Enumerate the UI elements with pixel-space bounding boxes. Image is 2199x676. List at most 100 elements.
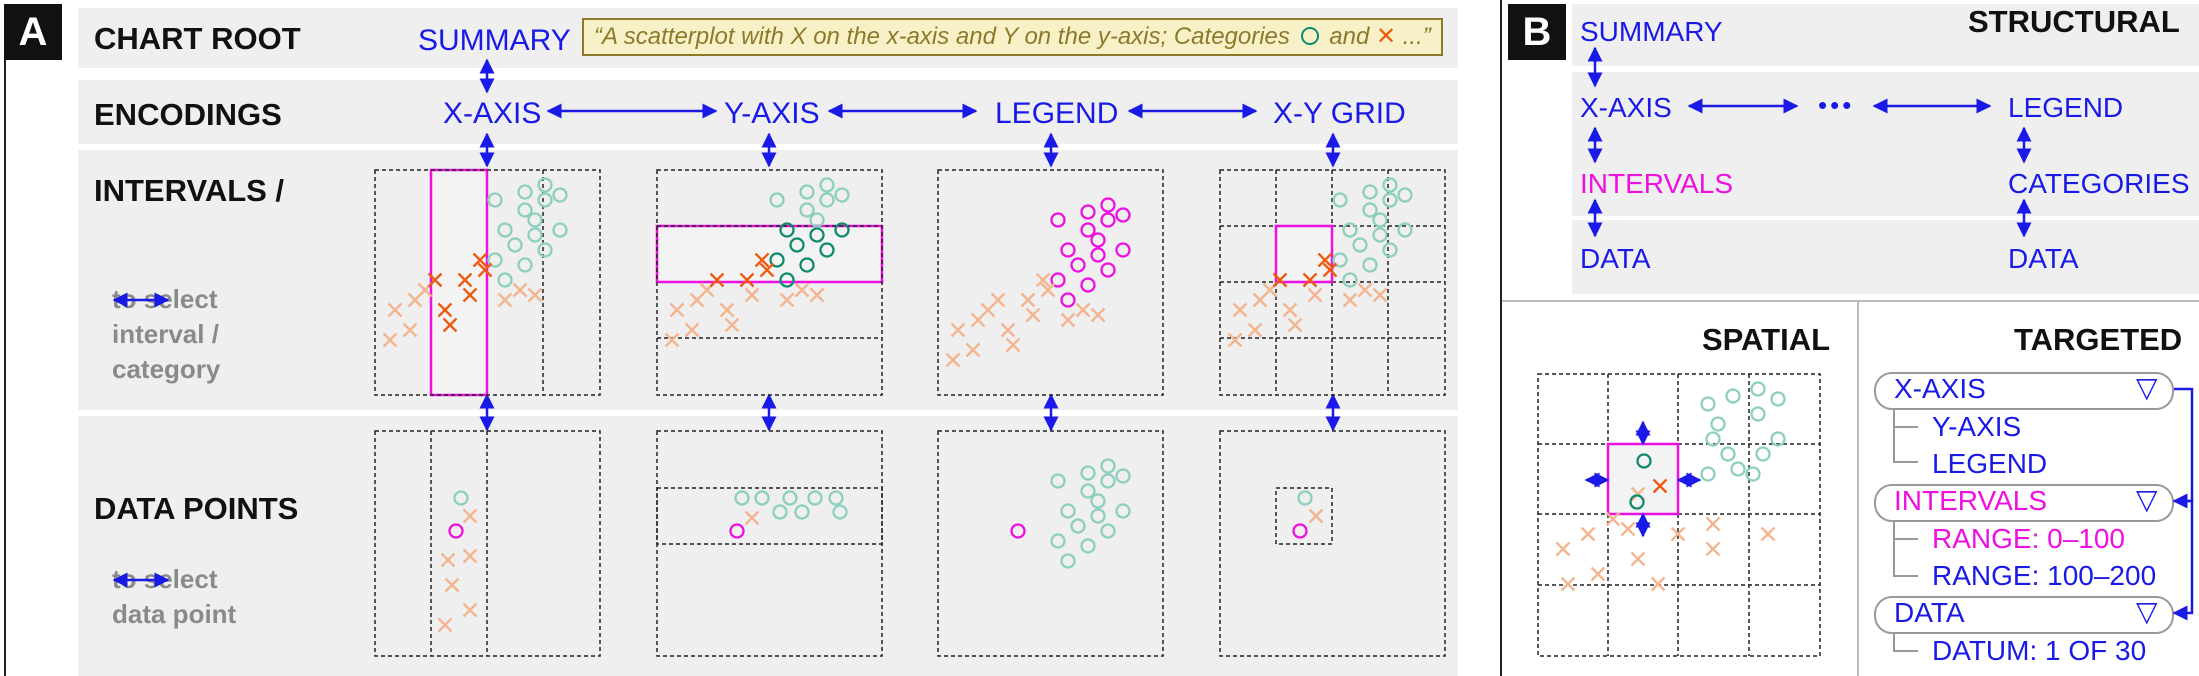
targeted-x-axis-box[interactable]	[1874, 372, 2174, 410]
caption-and: and	[1329, 23, 1370, 50]
sp-orange-12	[1605, 511, 1621, 527]
dp1-orange-3	[444, 577, 460, 593]
p2-orange-1	[684, 322, 700, 338]
p1-orange-12	[472, 252, 488, 268]
p3-frame	[937, 169, 1164, 396]
dp1-selected	[448, 523, 464, 539]
dp3-teal-12	[1100, 523, 1116, 539]
hint-interval-line3: category	[112, 354, 221, 384]
panel-a-band-4	[78, 416, 1458, 676]
p1-teal-4	[552, 187, 568, 203]
dp2-teal-7	[832, 504, 848, 520]
p2-orange-6	[759, 262, 775, 278]
sp-focus-teal	[1636, 453, 1652, 469]
structural-categories[interactable]: CATEGORIES	[2008, 168, 2190, 199]
dp4-selected	[1292, 523, 1308, 539]
p4-orange-8	[1287, 317, 1303, 333]
sp-orange-3	[1590, 566, 1606, 582]
p1-orange-6	[477, 262, 493, 278]
p4-teal-1	[1382, 177, 1398, 193]
structural-band-1	[1572, 4, 2199, 66]
encoding-xy-grid[interactable]: X-Y GRID	[1273, 97, 1406, 130]
hint-interval-line2: interval /	[112, 319, 219, 349]
p3-orange-5	[1020, 292, 1036, 308]
sp-orange-8	[1670, 526, 1686, 542]
structural-x-axis[interactable]: X-AXIS	[1580, 92, 1672, 123]
dp2-teal-6	[828, 490, 844, 506]
p2-teal-11	[809, 227, 825, 243]
caption-teal-circle-icon	[1300, 27, 1319, 45]
summary-node[interactable]: SUMMARY	[418, 24, 571, 57]
targeted-datum[interactable]: DATUM: 1 OF 30	[1932, 635, 2147, 666]
p2-teal-12	[819, 242, 835, 258]
structural-intervals[interactable]: INTERVALS	[1580, 168, 1734, 199]
p2-orange-13	[709, 272, 725, 288]
targeted-data-toggle-icon[interactable]: ▽	[2136, 596, 2158, 627]
encoding-y-axis[interactable]: Y-AXIS	[724, 97, 820, 130]
p3-orange-11	[1090, 307, 1106, 323]
sp-teal-10	[1755, 446, 1771, 462]
targeted-y-axis[interactable]: Y-AXIS	[1932, 411, 2022, 442]
encoding-legend[interactable]: LEGEND	[995, 97, 1119, 130]
dp3-teal-8	[1050, 533, 1066, 549]
p1-orange-0	[387, 302, 403, 318]
targeted-x-axis-toggle-icon[interactable]: ▽	[2136, 372, 2158, 403]
sp-teal-12	[1710, 416, 1726, 432]
p3-orange-9	[1060, 312, 1076, 328]
p3-orange-1	[965, 342, 981, 358]
structural-data-left[interactable]: DATA	[1580, 243, 1651, 274]
panel-a-left-border	[4, 60, 6, 676]
p3-orange-6	[1040, 282, 1056, 298]
p1-teal-13	[527, 212, 543, 228]
p2-teal-4	[834, 187, 850, 203]
p3-orange-8	[1005, 337, 1021, 353]
encoding-x-axis[interactable]: X-AXIS	[443, 97, 542, 130]
p1-orange-11	[527, 287, 543, 303]
row-label-intervals: INTERVALS /	[94, 173, 285, 208]
targeted-link-2	[2172, 499, 2194, 621]
p2-orange-10	[794, 282, 810, 298]
p3-magenta-1	[1100, 197, 1116, 213]
p4-cell-highlight	[1274, 224, 1334, 284]
p1-teal-14	[517, 202, 533, 218]
sp-teal-2	[1700, 396, 1716, 412]
targeted-intervals-box[interactable]	[1874, 484, 2174, 522]
p1-orange-10	[512, 282, 528, 298]
p4-orange-7	[1307, 287, 1323, 303]
structural-legend[interactable]: LEGEND	[2008, 92, 2124, 123]
sp-teal-11	[1745, 466, 1761, 482]
p1-teal-2	[487, 192, 503, 208]
p1-orange-4	[437, 302, 453, 318]
targeted-intervals-toggle-icon[interactable]: ▽	[2136, 484, 2158, 515]
p1-teal-11	[527, 227, 543, 243]
p1-interval-highlight	[429, 168, 489, 397]
structural-band-3	[1572, 220, 2199, 294]
structural-summary[interactable]: SUMMARY	[1580, 16, 1723, 47]
p4-teal-2	[1332, 192, 1348, 208]
structural-data-right[interactable]: DATA	[2008, 243, 2079, 274]
p4-orange-4	[1282, 302, 1298, 318]
p1-orange-14	[407, 292, 423, 308]
p4-teal-6	[1352, 237, 1368, 253]
dp1-teal	[453, 490, 469, 506]
row-label-chart-root: CHART ROOT	[94, 21, 301, 56]
dp2-teal-3	[807, 490, 823, 506]
targeted-x-axis[interactable]: X-AXIS	[1894, 373, 1986, 404]
targeted-range-2[interactable]: RANGE: 100–200	[1932, 560, 2157, 591]
sp-teal-3	[1750, 406, 1766, 422]
p3-orange-14	[970, 312, 986, 328]
hint-point-line2: data point	[112, 599, 237, 629]
targeted-range-1[interactable]: RANGE: 0–100	[1932, 523, 2125, 554]
p4-frame	[1219, 169, 1446, 396]
p4-teal-11	[1372, 227, 1388, 243]
targeted-data[interactable]: DATA	[1894, 597, 1965, 628]
p3-magenta-6	[1070, 257, 1086, 273]
targeted-intervals[interactable]: INTERVALS	[1894, 485, 2048, 516]
dp3-teal-13	[1090, 493, 1106, 509]
dp1-orange-4	[462, 602, 478, 618]
targeted-legend[interactable]: LEGEND	[1932, 448, 2048, 479]
p3-magenta-0	[1080, 204, 1096, 220]
structural-band-2	[1572, 72, 2199, 216]
p3-magenta-5	[1060, 242, 1076, 258]
